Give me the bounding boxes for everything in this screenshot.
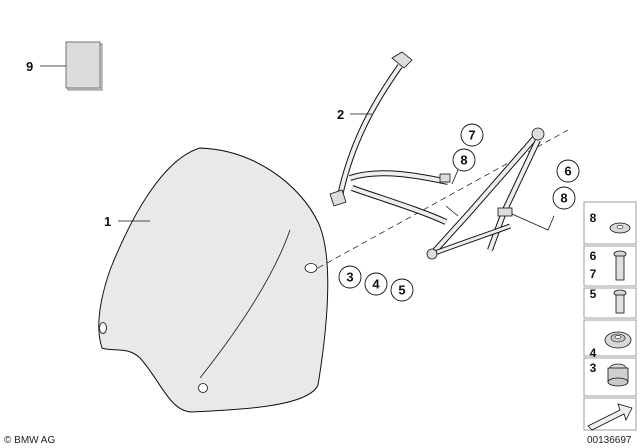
panel-label-4: 4	[590, 346, 597, 360]
callout-circle-8-right	[552, 186, 576, 210]
leader-8-upper	[451, 169, 459, 185]
callout-circle-5	[390, 278, 414, 302]
part-2-strut	[329, 51, 413, 207]
callout-circle-8-upper	[452, 148, 476, 172]
diagram-number: 00136697	[587, 435, 632, 446]
callout-3: 3	[346, 270, 353, 285]
panel-row-8	[583, 201, 637, 245]
callout-circle-4	[364, 272, 388, 296]
callout-1: 1	[104, 214, 111, 229]
callout-2: 2	[337, 107, 344, 122]
callout-4: 4	[372, 277, 380, 292]
callout-5: 5	[398, 283, 405, 298]
callout-circle-6	[556, 159, 580, 183]
mounting-bracket	[349, 127, 545, 260]
part-1-windshield	[98, 147, 329, 413]
panel-label-3: 3	[590, 361, 597, 375]
panel-row-6-7	[583, 245, 637, 287]
callout-6: 6	[564, 164, 571, 179]
panel-label-8: 8	[590, 211, 597, 225]
callout-circle-3	[338, 265, 362, 289]
callout-8-right: 8	[560, 191, 567, 206]
hardware-panel: 8 6 7 5 4 3	[583, 201, 637, 431]
part-9-booklet	[65, 41, 103, 91]
callout-7: 7	[468, 128, 475, 143]
callout-circle-7	[460, 123, 484, 147]
leader-8-right	[511, 213, 555, 231]
callout-8-upper: 8	[460, 153, 467, 168]
panel-label-6: 6	[590, 249, 597, 263]
copyright-text: © BMW AG	[4, 435, 55, 446]
panel-label-5: 5	[590, 287, 597, 301]
callout-9: 9	[26, 59, 33, 74]
panel-row-5	[583, 287, 637, 319]
panel-label-7: 7	[590, 267, 597, 281]
alignment-line	[317, 129, 569, 269]
direction-arrow-icon	[587, 403, 633, 431]
